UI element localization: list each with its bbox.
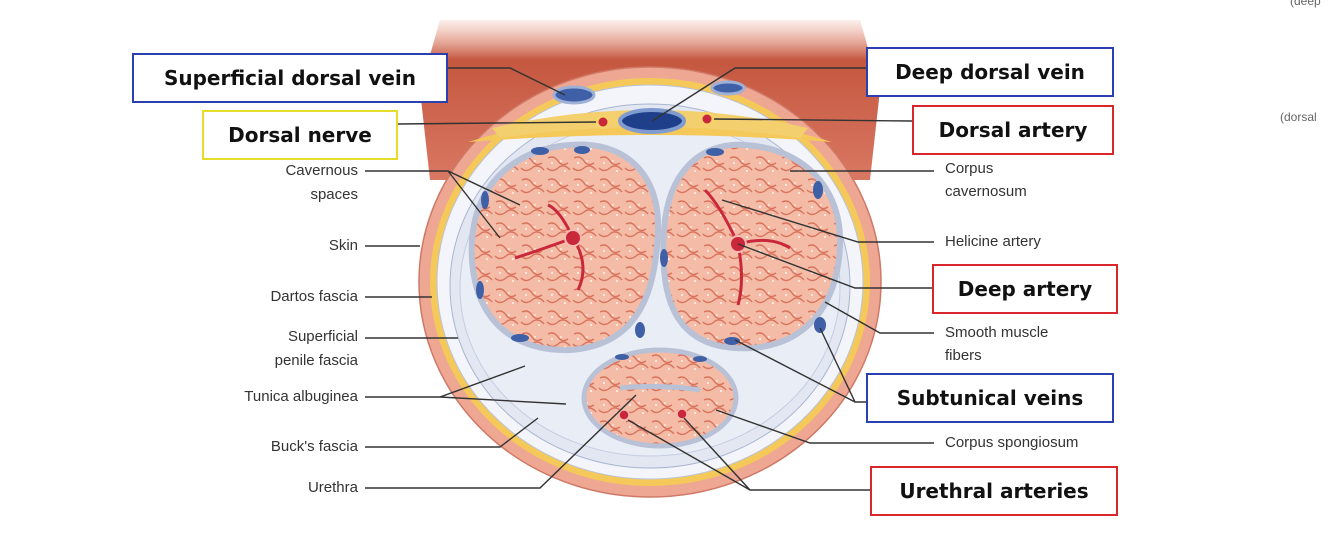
left-dorsal-artery-shape [595, 114, 611, 130]
left-urethral-artery [618, 409, 630, 421]
superficial-dorsal-vein-shape [552, 85, 596, 105]
corpus-spongiosum [581, 347, 739, 449]
right-urethral-artery [676, 408, 688, 420]
label-superficial-penile-fascia-line1: Superficial [287, 328, 358, 345]
label-urethra: Urethra [307, 479, 358, 496]
label-smooth-muscle-fibers-line2: fibers [945, 347, 982, 364]
label-subtunical-veins: Subtunical veins [866, 373, 1114, 423]
label-corpus-cavernosum-line1: Corpus [945, 160, 994, 177]
label-superficial-dorsal-vein: Superficial dorsal vein [132, 53, 448, 103]
left-corpus-cavernosum [468, 141, 662, 354]
left-deep-artery [564, 229, 582, 247]
subtunical-vein-marks [476, 146, 826, 362]
urethra-slit [619, 383, 701, 393]
label-dorsal-nerve: Dorsal nerve [202, 110, 398, 160]
right-corpus-cavernosum [660, 141, 844, 352]
leader-lines [365, 67, 934, 491]
label-bucks-fascia: Buck's fascia [270, 438, 358, 455]
label-dartos-fascia: Dartos fascia [270, 288, 358, 305]
right-dorsal-artery-shape [699, 111, 715, 127]
label-deep-dorsal-vein: Deep dorsal vein [866, 47, 1114, 97]
label-urethral-arteries: Urethral arteries [870, 466, 1118, 516]
label-dorsal-artery: Dorsal artery [912, 105, 1114, 155]
label-deep-artery: Deep artery [932, 264, 1118, 314]
cropped-text-top: (deep [1290, 0, 1321, 8]
label-skin: Skin [328, 237, 358, 254]
cropped-text-dorsal: (dorsal [1280, 110, 1317, 124]
label-cavernous-spaces-line1: Cavernous [285, 162, 358, 179]
label-helicine-artery: Helicine artery [945, 233, 1041, 250]
label-superficial-penile-fascia-line2: penile fascia [274, 352, 358, 369]
label-corpus-spongiosum: Corpus spongiosum [945, 434, 1079, 451]
label-tunica-albuginea: Tunica albuginea [244, 388, 358, 405]
label-smooth-muscle-fibers-line1: Smooth muscle [945, 324, 1049, 341]
superficial-dorsal-vein-shape-right [710, 80, 746, 96]
label-cavernous-spaces-line2: spaces [310, 186, 358, 203]
label-corpus-cavernosum-line2: cavernosum [945, 183, 1027, 200]
